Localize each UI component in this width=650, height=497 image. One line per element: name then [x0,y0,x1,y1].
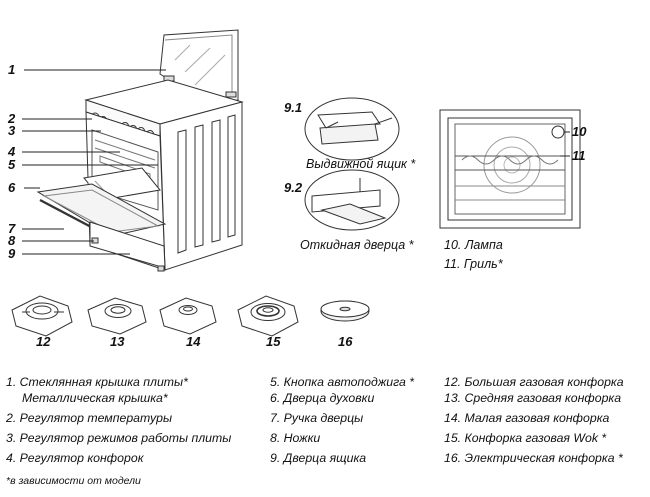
burner-15-illustration [237,295,299,337]
drawer-caption: Выдвижной ящик * [306,157,416,171]
oven-interior-illustration [439,109,581,229]
legend-item-14: 14. Малая газовая конфорка [444,411,610,425]
footnote: *в зависимости от модели [6,475,141,487]
callout-12: 12 [36,334,51,349]
drawer-illustration [304,97,400,161]
legend-item-3: 3. Регулятор режимов работы плиты [6,431,232,445]
callout-6: 6 [8,180,16,195]
callout-3: 3 [8,123,16,138]
legend-item-4: 4. Регулятор конфорок [6,451,144,465]
callout-11: 11 [572,148,586,163]
legend-item-1b: Металлическая крышка* [22,391,168,405]
callout-leaders [22,69,166,255]
callout-8: 8 [8,233,16,248]
callout-16: 16 [338,334,353,349]
grill-caption: 11. Гриль* [444,257,503,271]
legend-item-9: 9. Дверца ящика [270,451,367,465]
callout-9-2: 9.2 [284,180,303,195]
callout-9-1: 9.1 [284,100,303,115]
callout-4: 4 [8,144,16,159]
legend-item-6: 6. Дверца духовки [270,391,375,405]
callout-14: 14 [186,334,201,349]
callout-1: 1 [8,62,16,77]
stove-illustration [36,29,244,272]
legend-item-1: 1. Стеклянная крышка плиты* [6,375,188,389]
burner-14-illustration [159,297,217,335]
callout-10: 10 [572,124,587,139]
callout-7: 7 [8,221,16,236]
legend-item-7: 7. Ручка дверцы [270,411,364,425]
legend-item-5: 5. Кнопка автоподжига * [270,375,415,389]
flap-door-illustration [304,169,400,231]
legend-item-12: 12. Большая газовая конфорка [444,375,624,389]
flap-door-caption: Откидная дверца * [300,238,414,252]
burner-12-illustration [11,295,73,337]
callout-13: 13 [110,334,125,349]
callout-2: 2 [8,111,16,126]
callout-15: 15 [266,334,281,349]
legend-item-15: 15. Конфорка газовая Wok * [444,431,607,445]
legend-item-16: 16. Электрическая конфорка * [444,451,623,465]
burner-16-illustration [320,300,370,322]
lamp-caption: 10. Лампа [444,238,503,252]
callout-9: 9 [8,246,16,261]
legend-item-13: 13. Средняя газовая конфорка [444,391,622,405]
legend-item-8: 8. Ножки [270,431,321,445]
legend-item-2: 2. Регулятор температуры [6,411,173,425]
burner-13-illustration [87,297,147,335]
callout-5: 5 [8,157,16,172]
